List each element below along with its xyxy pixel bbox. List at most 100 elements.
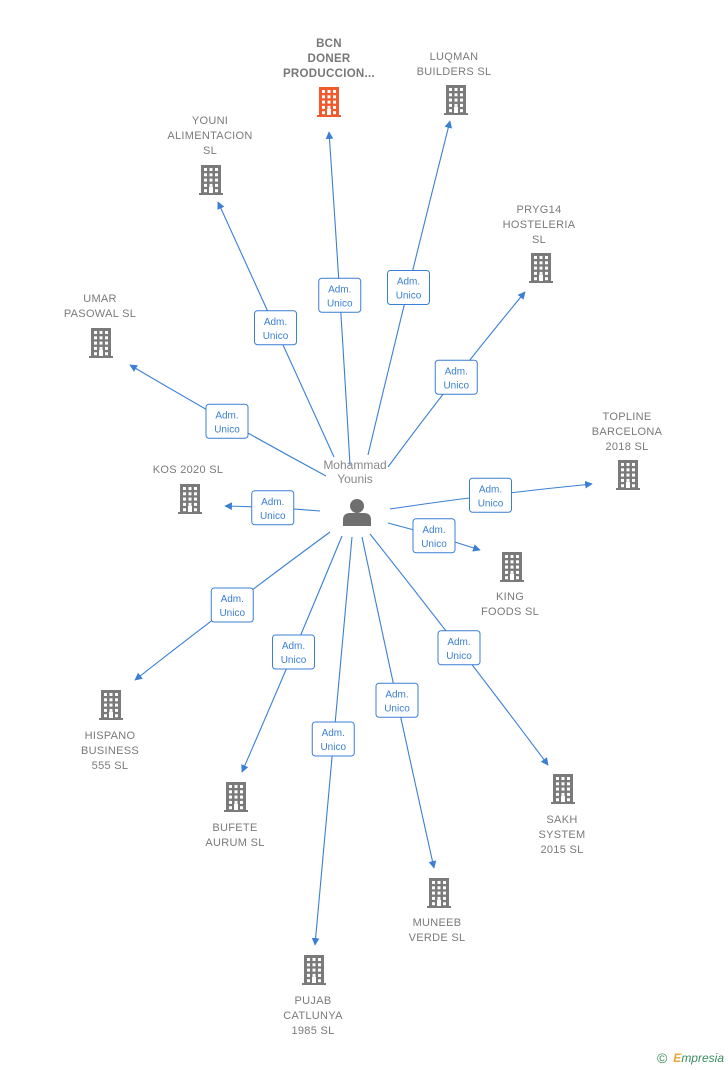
edge-kos-2020: Adm. Unico <box>224 490 321 526</box>
edge-label-box[interactable] <box>437 630 481 666</box>
edge-label-line: Adm. <box>479 484 502 495</box>
building-icon <box>99 690 123 720</box>
edge-label-box[interactable] <box>387 270 430 305</box>
building-icon <box>199 165 223 195</box>
edge-label-line: Adm. <box>447 637 470 648</box>
company-node-umar-pasowal[interactable]: UMAR PASOWAL SL <box>64 293 136 358</box>
person-icon <box>343 499 371 526</box>
edge-label-line: Unico <box>327 298 353 309</box>
edge-label-line: Adm. <box>261 497 284 508</box>
edge-label-line: Adm. <box>322 728 345 739</box>
edge-label-line: Unico <box>281 655 307 666</box>
building-icon <box>427 878 451 908</box>
company-label-line: 1985 SL <box>291 1025 334 1037</box>
edge-label-box[interactable] <box>205 403 249 439</box>
edge-label-box[interactable] <box>412 518 456 554</box>
edge-label-box[interactable] <box>318 277 362 313</box>
building-icon <box>500 552 524 582</box>
company-node-bcn-doner[interactable]: BCNDONERPRODUCCION... <box>283 38 375 117</box>
edge-label-box[interactable] <box>434 359 478 395</box>
building-icon <box>616 460 640 490</box>
company-label-line: PASOWAL SL <box>64 308 136 320</box>
company-node-youni-alimentacion[interactable]: YOUNI ALIMENTACION SL <box>167 115 252 195</box>
company-label-line: UMAR <box>83 293 117 305</box>
edge-luqman-builders: Adm. Unico <box>367 120 453 456</box>
company-label-line: 2018 SL <box>605 441 648 453</box>
company-label-line: LUQMAN <box>430 51 479 63</box>
company-label-line: DONER <box>307 53 350 65</box>
edge-label-box[interactable] <box>272 634 315 670</box>
edge-label-line: Unico <box>446 651 472 662</box>
edge-label-line: Unico <box>478 498 504 509</box>
company-label-line: KOS 2020 SL <box>153 464 224 476</box>
company-label-line: ALIMENTACION <box>167 130 252 142</box>
company-label-line: 555 SL <box>92 760 129 772</box>
building-icon <box>317 87 341 117</box>
edge-label-line: Adm. <box>282 641 305 652</box>
company-label-line: KING <box>496 591 524 603</box>
company-label-line: MUNEEB <box>413 917 462 929</box>
building-icon <box>302 955 326 985</box>
person-node[interactable]: Mohammad Younis <box>323 458 387 526</box>
edge-label-line: Adm. <box>221 594 244 605</box>
company-node-king-foods[interactable]: KING FOODS SL <box>481 552 539 618</box>
edge-label-line: Unico <box>214 424 240 435</box>
edge-label-line: Adm. <box>215 410 238 421</box>
company-node-kos-2020[interactable]: KOS 2020 SL <box>153 464 224 514</box>
company-label-line: SL <box>532 234 546 246</box>
edge-label-line: Unico <box>260 511 286 522</box>
person-name-line-1: Mohammad <box>323 458 386 472</box>
edge-label-line: Unico <box>219 608 245 619</box>
building-icon <box>551 774 575 804</box>
person-name-line-2: Younis <box>337 472 373 486</box>
company-label-line: PRODUCCION... <box>283 68 375 80</box>
edge-label-box[interactable] <box>254 310 297 346</box>
edge-pryg14-hosteleria: Adm. Unico <box>387 291 526 468</box>
edge-label-box[interactable] <box>375 682 419 718</box>
edge-label-line: Unico <box>320 742 346 753</box>
company-label-line: HISPANO <box>85 730 136 742</box>
edge-muneeb-verde: Adm.Unico <box>361 536 437 869</box>
building-icon <box>444 85 468 115</box>
edge-label-line: Adm. <box>422 525 445 536</box>
company-label-line: SAKH <box>546 814 577 826</box>
company-label-line: BARCELONA <box>592 426 663 438</box>
company-label-line: SYSTEM <box>538 829 585 841</box>
edge-label-line: Adm. <box>445 366 468 377</box>
edge-pujab-catlunya: Adm. Unico <box>311 536 355 946</box>
company-label-line: PRYG14 <box>516 204 561 216</box>
copyright-icon: © <box>656 1050 668 1066</box>
edge-label-line: Adm. <box>264 317 287 328</box>
building-icon <box>89 328 113 358</box>
company-node-bufete-aurum[interactable]: BUFETE AURUM SL <box>205 782 264 849</box>
edge-umar-pasowal: Adm. Unico <box>129 364 327 477</box>
company-label-line: YOUNI <box>192 115 228 127</box>
company-label-line: FOODS SL <box>481 606 539 618</box>
edge-label-box[interactable] <box>469 477 512 513</box>
company-label-line: HOSTELERIA <box>503 219 576 231</box>
company-node-sakh-system[interactable]: SAKH SYSTEM 2015 SL <box>538 774 585 856</box>
edge-label-line: Unico <box>396 291 422 302</box>
edge-label-box[interactable] <box>251 490 295 526</box>
footer-brand: © Empresia <box>657 1050 724 1066</box>
edge-label-box[interactable] <box>210 587 254 623</box>
edge-label-line: Adm. <box>385 689 408 700</box>
building-icon <box>178 484 202 514</box>
edge-hispano-business: Adm. Unico <box>134 531 331 681</box>
brand-logo[interactable]: Empresia <box>673 1051 724 1065</box>
company-label-line: 2015 SL <box>540 844 583 856</box>
company-label-line: BUFETE <box>212 822 257 834</box>
edge-bcn-doner: Adm.Unico <box>318 131 362 466</box>
edge-label-line: Adm. <box>397 277 420 288</box>
company-label-line: SL <box>203 145 217 157</box>
company-label-line: AURUM SL <box>205 837 264 849</box>
edge-label-box[interactable] <box>311 721 355 757</box>
building-icon <box>224 782 248 812</box>
